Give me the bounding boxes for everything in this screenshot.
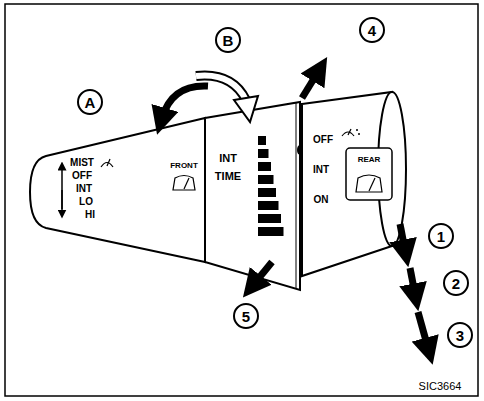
figure-code: SIC3664 — [419, 381, 462, 392]
mode-label: FRONT — [170, 162, 198, 170]
mode-label: ON — [314, 195, 329, 205]
callout-letter: A — [77, 89, 103, 115]
callout-number: 5 — [233, 303, 259, 329]
interval-bar — [258, 188, 276, 197]
interval-bar — [258, 214, 281, 223]
callout-number: 1 — [428, 223, 454, 249]
mode-label: MIST — [70, 158, 94, 168]
callout-number: 3 — [447, 322, 473, 348]
mode-label: TIME — [215, 171, 241, 182]
mode-label: REAR — [358, 156, 381, 164]
mode-label: INT — [219, 153, 237, 164]
mode-label: HI — [85, 210, 95, 220]
mode-label: OFF — [72, 171, 92, 181]
interval-bar — [258, 149, 269, 158]
callout-letter: B — [215, 27, 241, 53]
interval-bar — [258, 201, 279, 210]
mode-label: OFF — [313, 135, 333, 145]
mode-label: INT — [313, 165, 329, 175]
callout-number: 4 — [359, 17, 385, 43]
interval-bar — [258, 175, 274, 184]
interval-bar — [258, 162, 271, 171]
callout-number: 2 — [443, 270, 469, 296]
interval-bar — [258, 227, 284, 236]
mode-label: LO — [79, 197, 93, 207]
interval-bar — [258, 136, 266, 145]
mode-label: INT — [76, 184, 92, 194]
